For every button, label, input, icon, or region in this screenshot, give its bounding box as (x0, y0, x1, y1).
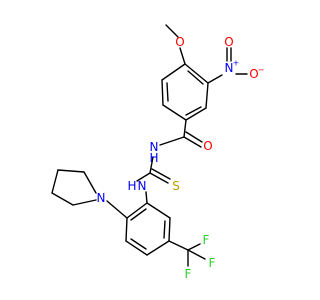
bond-carbonyl-nh (159, 136, 185, 146)
bond-ring1-c (185, 107, 207, 121)
structure-diagram: O N + O O − O N H S N H N F F F (51, 24, 265, 281)
bond-ring1-b (205, 82, 209, 109)
bond-ring2-inner-2 (130, 238, 147, 250)
atom-nitro-oxygen-minus: O (249, 67, 258, 81)
bond-ring1-inner-2 (185, 106, 202, 116)
atom-methoxy-oxygen: O (175, 35, 184, 49)
atom-thio-sulfur: S (172, 179, 180, 193)
bond-ring2-pyrrolidine (106, 200, 128, 219)
bond-nh-thiourea (149, 156, 154, 174)
bond-ring2-c (146, 240, 170, 256)
bond-cf3-f1 (187, 243, 201, 251)
bond-ring1-f (161, 63, 186, 81)
molecule-canvas: O N + O O − O N H S N H N F F F (51, 24, 265, 281)
atom-thio-hydrogen: H (127, 179, 136, 193)
bond-ring1-a (184, 63, 209, 84)
bond-pyr-a (83, 171, 97, 194)
bond-ring-nitro (207, 74, 223, 84)
atom-fluorine-1: F (203, 233, 210, 247)
bond-ring2-b (168, 217, 171, 242)
bond-pyr-e (72, 199, 97, 206)
atom-pyrrolidine-nitrogen: N (97, 191, 106, 205)
bond-nh-ring2 (145, 191, 148, 204)
bond-ring2-d (125, 240, 148, 256)
bond-carbonyl-o-2 (185, 131, 203, 143)
bond-layer (51, 24, 248, 267)
bond-ring2-e (125, 217, 128, 242)
bond-thiourea-nh (136, 172, 151, 182)
bond-ring2-inner-1 (163, 220, 166, 239)
bond-pyr-b (57, 169, 85, 173)
bond-pyr-c (51, 169, 59, 194)
atom-fluorine-3: F (185, 267, 192, 281)
atom-amide-hydrogen: H (149, 151, 158, 165)
bond-ring1-d (162, 104, 187, 121)
bond-ring1-e (161, 79, 164, 106)
bond-ring-carbonyl (183, 119, 187, 138)
atom-carbonyl-oxygen: O (203, 139, 212, 153)
bond-o-ring (179, 47, 186, 65)
bond-ring2-cf3 (168, 240, 189, 251)
atom-nitro-nitrogen-charge: + (233, 59, 240, 68)
atom-nitro-nitrogen: N (225, 61, 234, 75)
bond-methyl-o (165, 24, 179, 38)
atom-thio-nitrogen: N (138, 179, 147, 193)
bond-pyr-d (51, 192, 74, 206)
bond-ring2-inner-3 (130, 208, 147, 221)
bond-cs-2 (151, 168, 171, 180)
bond-ring1-inner-1 (187, 70, 204, 85)
bond-cs (149, 172, 169, 184)
bond-ring2-f (126, 202, 148, 219)
atom-fluorine-2: F (209, 256, 216, 270)
atom-nitro-oxygen-minus-charge: − (258, 66, 265, 75)
bond-ring2-a (146, 202, 171, 219)
bond-ring1-inner-3 (166, 82, 169, 102)
atom-nitro-oxygen-double: O (224, 35, 233, 49)
atom-layer: O N + O O − O N H S N H N F F F (97, 35, 265, 281)
bond-cf3-f2 (187, 249, 206, 260)
atom-amide-nitrogen: N (150, 140, 159, 154)
bond-carbonyl-o (183, 136, 202, 148)
